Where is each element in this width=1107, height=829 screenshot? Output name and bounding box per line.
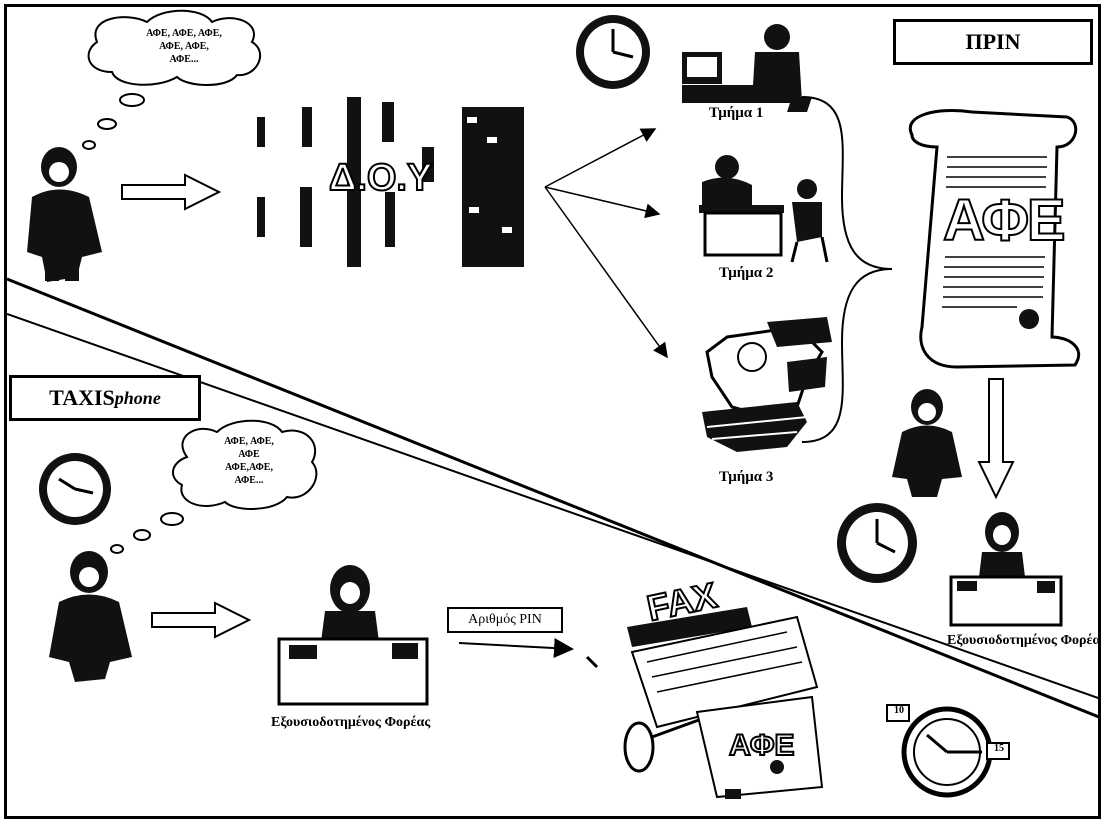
citizen-figure-waiting xyxy=(892,389,962,497)
flow-arrow-scroll-down xyxy=(977,378,1015,500)
document-label: ΑΦΕ xyxy=(942,187,1067,254)
thought-cloud-before xyxy=(82,9,262,150)
clock-badge-left: 10 xyxy=(894,705,904,716)
fax-machine xyxy=(623,607,824,799)
thought-line: ΑΦΕ, ΑΦΕ, ΑΦΕ, xyxy=(146,28,222,39)
citizen-figure-before xyxy=(27,147,102,282)
after-label-main: TAXIS xyxy=(49,385,115,410)
tax-office-label: Δ.Ο.Υ xyxy=(328,156,433,200)
after-label-suffix: phone xyxy=(114,387,161,408)
tax-office-building xyxy=(257,97,524,267)
thought-line: ΑΦΕ,ΑΦΕ, xyxy=(225,462,273,473)
thought-line: ΑΦΕ xyxy=(238,449,260,460)
thought-text-after: ΑΦΕ, ΑΦΕ, ΑΦΕ ΑΦΕ,ΑΦΕ, ΑΦΕ... xyxy=(199,435,299,487)
clerk-caption-before: Εξουσιοδοτημένος Φορέας xyxy=(947,633,1101,648)
department-1-caption: Τμήμα 1 xyxy=(709,105,764,121)
clock-icon-before-bottom xyxy=(837,503,917,583)
thought-line: ΑΦΕ... xyxy=(169,54,199,65)
clock-icon-fast xyxy=(886,704,1010,798)
clerk-caption-after: Εξουσιοδοτημένος Φορέας xyxy=(271,715,431,730)
clock-icon-before-top xyxy=(576,15,650,89)
pin-arrow xyxy=(458,638,574,659)
fax-document-label: ΑΦΕ xyxy=(728,728,795,763)
department-3-caption: Τμήμα 3 xyxy=(719,469,774,485)
thought-cloud-after xyxy=(110,419,318,554)
citizen-figure-after xyxy=(49,551,132,682)
before-label: ΠΡΙΝ xyxy=(893,19,1093,65)
department-3-overwhelmed-worker xyxy=(702,317,832,452)
department-2-caption: Τμήμα 2 xyxy=(719,265,774,281)
department-2-clerk-visitor xyxy=(699,155,829,263)
thought-text-before: ΑΦΕ, ΑΦΕ, ΑΦΕ, ΑΦΕ, ΑΦΕ, ΑΦΕ... xyxy=(119,27,249,66)
document-scroll xyxy=(908,109,1081,369)
clock-badge-right: 15 xyxy=(994,743,1004,754)
thought-line: ΑΦΕ... xyxy=(234,475,264,486)
pin-label: Αριθμός PIN xyxy=(447,607,563,633)
department-1-worker xyxy=(682,24,812,112)
diagram-canvas xyxy=(7,9,1098,799)
thought-line: ΑΦΕ, ΑΦΕ, xyxy=(224,436,274,447)
authorized-clerk-before xyxy=(949,512,1063,627)
department-arrows xyxy=(544,128,668,359)
thought-line: ΑΦΕ, ΑΦΕ, xyxy=(159,41,209,52)
flow-arrow-citizen-to-clerk xyxy=(151,601,252,639)
brace-connector xyxy=(801,96,893,443)
clock-icon-after xyxy=(39,453,111,525)
flow-arrow-citizen-to-office xyxy=(121,173,222,211)
authorized-clerk-after xyxy=(277,565,429,706)
